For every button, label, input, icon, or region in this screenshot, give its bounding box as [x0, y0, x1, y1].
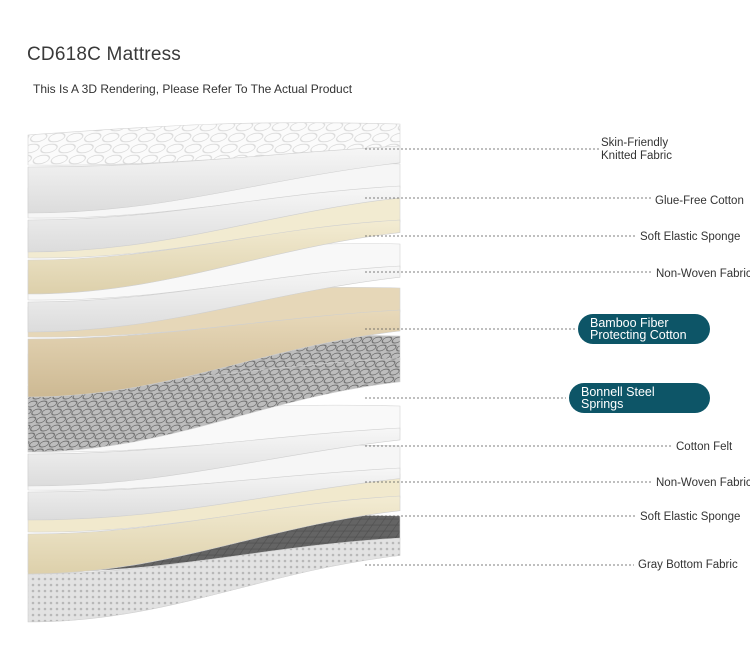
- label-gray-bottom-fabric: Gray Bottom Fabric: [638, 559, 738, 572]
- label-line: Gray Bottom Fabric: [638, 559, 738, 571]
- layer-side-face: [27, 495, 401, 575]
- layer-side-face: [27, 185, 401, 253]
- label-line: Non-Woven Fabric: [656, 268, 750, 280]
- label-line: Soft Elastic Sponge: [640, 511, 741, 523]
- label-line: Bonnell Steel: [581, 385, 655, 399]
- layer-side-face: [27, 145, 401, 214]
- label-line: Protecting Cotton: [590, 328, 687, 342]
- label-line: Soft Elastic Sponge: [640, 231, 741, 243]
- layer-side-face: [27, 265, 401, 333]
- label-cotton-felt: Cotton Felt: [676, 441, 732, 454]
- layer-side-face: [27, 467, 401, 521]
- label-line: Springs: [581, 397, 624, 411]
- layer-side-face: [27, 309, 401, 398]
- page-title: CD618C Mattress: [27, 44, 181, 65]
- label-glue-free-cotton: Glue-Free Cotton: [655, 195, 744, 208]
- layer-side-face: [27, 537, 401, 623]
- layer-side-face: [27, 219, 401, 295]
- layer-side-face: [27, 427, 401, 487]
- label-soft-elastic-sponge-bottom: Soft Elastic Sponge: [640, 511, 740, 524]
- label-line: Bamboo Fiber: [590, 316, 669, 330]
- label-line: Knitted Fabric: [601, 150, 672, 162]
- label-line: Non-Woven Fabric: [656, 477, 750, 489]
- layer-top-face: [27, 122, 401, 166]
- layer-skin-friendly-knitted-fabric: [27, 122, 401, 214]
- label-non-woven-fabric-bottom: Non-Woven Fabric: [656, 477, 750, 490]
- rendering-disclaimer: This Is A 3D Rendering, Please Refer To …: [33, 82, 353, 96]
- label-soft-elastic-sponge-top: Soft Elastic Sponge: [640, 231, 740, 244]
- label-line: Glue-Free Cotton: [655, 195, 744, 207]
- label-line: Skin-Friendly: [601, 137, 669, 149]
- label-non-woven-fabric-top: Non-Woven Fabric: [656, 268, 750, 281]
- label-line: Cotton Felt: [676, 441, 733, 453]
